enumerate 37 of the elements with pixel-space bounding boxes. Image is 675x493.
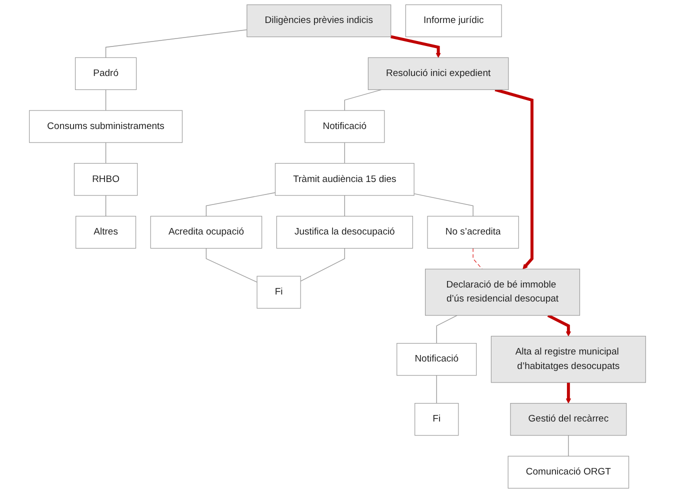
node-box: Acredita ocupació (150, 216, 262, 249)
node-box: Fi (256, 276, 301, 309)
arrow (494, 88, 534, 270)
node-box: Notificació (304, 110, 385, 143)
node-box: No s’acredita (427, 216, 519, 249)
node-box: Informe jurídic (405, 4, 502, 38)
arrow (390, 35, 441, 58)
connector (414, 193, 474, 217)
node-box: Alta al registre municipal d’habitatges desocupats (490, 336, 646, 383)
node-box: RHBO (74, 163, 138, 196)
connector (105, 89, 106, 111)
connector (206, 248, 258, 283)
node-box: Declaració de bé immoble d’ús residencial desocupat (425, 268, 580, 316)
connector (300, 248, 346, 282)
node-box: Consums subministraments (29, 110, 183, 143)
node-box: Diligències prèvies indicis (246, 4, 392, 38)
arrow (547, 314, 572, 336)
node-box: Gestió del recàrrec (510, 403, 627, 436)
node-box: Tràmit audiència 15 dies (274, 163, 414, 196)
node-box: Fi (414, 403, 459, 436)
connector (105, 195, 106, 217)
connector (344, 89, 382, 111)
connector (105, 142, 106, 164)
connector (344, 142, 346, 164)
node-box: Justifica la desocupació (276, 216, 413, 249)
node-box: Notificació (396, 343, 477, 376)
node-box: Comunicació ORGT (508, 456, 630, 489)
connector (105, 29, 248, 58)
node-box: Padró (75, 57, 137, 90)
connector (206, 192, 276, 217)
connector (436, 375, 437, 404)
node-box: Resolució inici expedient (368, 57, 509, 90)
connector (344, 195, 346, 217)
connector (568, 435, 569, 457)
node-box: Altres (76, 216, 136, 249)
arrow (566, 382, 572, 404)
connector (472, 248, 483, 270)
